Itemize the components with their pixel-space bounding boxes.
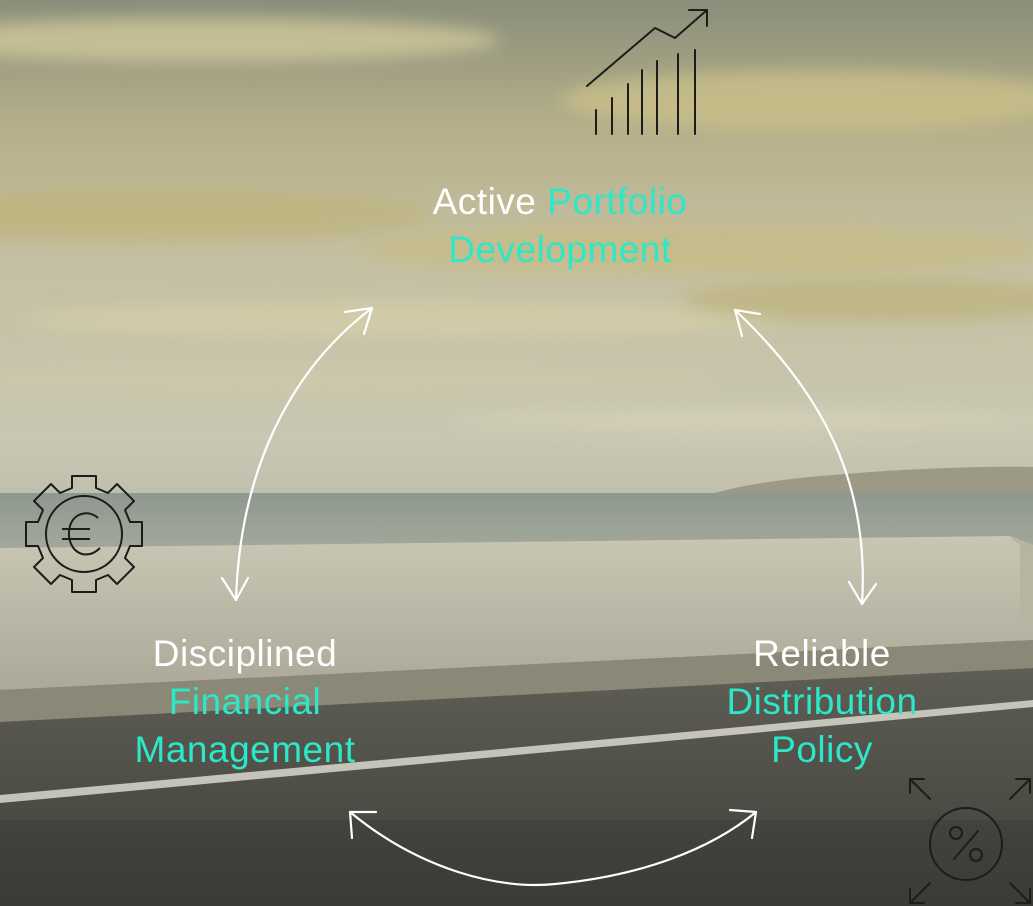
arrowhead-bottom-right <box>728 808 758 840</box>
node-right-line1: Reliable <box>753 633 891 674</box>
arrow-top-left <box>234 306 374 602</box>
arrowhead-top-right-up <box>733 308 762 338</box>
arrowhead-bottom-left <box>348 810 378 840</box>
arrowhead-top-left-up <box>343 306 374 336</box>
arrow-top-right <box>733 308 864 606</box>
growth-chart-icon <box>586 9 708 135</box>
euro-gear-icon <box>25 475 143 593</box>
node-right-line2: Distribution <box>726 681 918 722</box>
arrowhead-top-left-down <box>220 576 250 602</box>
node-right-line3: Policy <box>771 729 873 770</box>
node-reliable-distribution-policy: Reliable Distribution Policy <box>672 630 972 774</box>
node-left-line3: Management <box>134 729 356 770</box>
node-top-word-development: Development <box>448 229 672 270</box>
arrowhead-top-right-down <box>847 580 878 606</box>
arrow-bottom <box>348 810 758 887</box>
node-left-line2: Financial <box>168 681 322 722</box>
node-active-portfolio-development: Active Portfolio Development <box>360 178 760 274</box>
percent-expand-icon <box>909 778 1031 904</box>
node-disciplined-financial-management: Disciplined Financial Management <box>70 630 420 774</box>
node-left-line1: Disciplined <box>152 633 338 674</box>
node-top-word-portfolio: Portfolio <box>547 181 688 222</box>
node-top-word-active: Active <box>432 181 537 222</box>
